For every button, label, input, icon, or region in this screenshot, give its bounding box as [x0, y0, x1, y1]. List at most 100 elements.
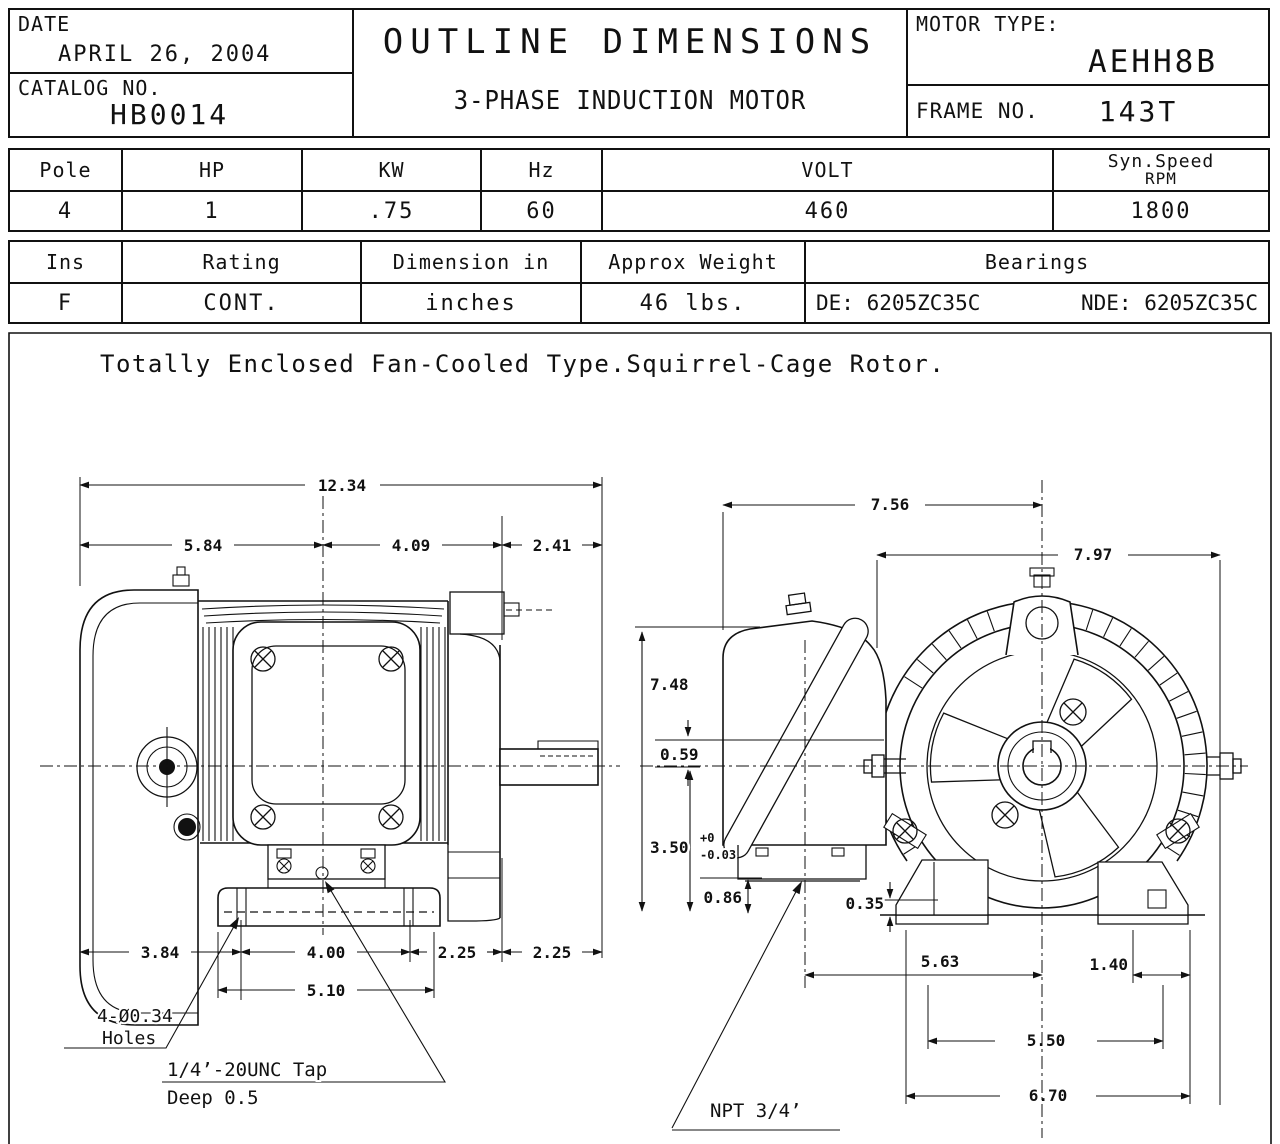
dim-5-63: 5.63 — [921, 952, 960, 971]
boss-bolt-right — [360, 848, 376, 859]
cover-top-bolt-head — [176, 566, 186, 576]
fan-cover — [79, 589, 199, 1026]
side-dimension-lines — [79, 481, 603, 994]
sheet-border — [8, 332, 1272, 1144]
sheet-title-line2: 3-PHASE INDUCTION MOTOR — [453, 86, 807, 116]
face-spider — [929, 658, 1133, 878]
spec-col-kw: KW — [303, 150, 482, 190]
outline-drawing: Totally Enclosed Fan-Cooled Type.Squirre… — [8, 332, 1272, 1144]
motor-type-label: MOTOR TYPE: — [916, 12, 1060, 36]
tap-leader — [162, 883, 446, 1083]
thru-bolt-lower-right — [1156, 812, 1200, 850]
dim-0-35: 0.35 — [845, 894, 884, 913]
spec-val-synspeed: 1800 — [1130, 198, 1192, 224]
dim-0-86: 0.86 — [703, 888, 742, 907]
npt-leader — [671, 883, 840, 1131]
description-text: Totally Enclosed Fan-Cooled Type.Squirre… — [100, 350, 945, 378]
tap-leader-arrow — [325, 881, 335, 894]
bearing-de-value: DE: 6205ZC35C — [816, 291, 981, 315]
dim-5-50: 5.50 — [1027, 1031, 1066, 1050]
right-foot — [1097, 861, 1189, 916]
dim-7-48: 7.48 — [650, 675, 689, 694]
spec-val-kw: .75 — [303, 192, 482, 230]
body-fins — [202, 627, 446, 841]
rating-header-row: Ins Rating Dimension in Approx Weight Be… — [10, 242, 1268, 284]
conduit-box-bolt — [785, 592, 812, 616]
date-cell: DATE APRIL 26, 2004 — [10, 10, 352, 74]
tap-note-line1: 1/4’-20UNC Tap — [167, 1059, 327, 1081]
rating-col-dimension: Dimension in — [362, 242, 582, 282]
frame-label: FRAME NO. — [916, 99, 1039, 123]
keyway — [1032, 740, 1052, 753]
dim-3-84: 3.84 — [141, 943, 180, 962]
tap-note-line2: Deep 0.5 — [167, 1087, 259, 1109]
bracket-foot — [447, 845, 501, 922]
foot-hole-lines — [236, 888, 414, 926]
spec-col-synspeed: Syn.Speed RPM — [1054, 150, 1268, 190]
conduit-box-bottom — [737, 845, 867, 882]
spec-col-hp: HP — [123, 150, 303, 190]
sheet-title-line1: OUTLINE DIMENSIONS — [382, 22, 878, 62]
bearing-nde-value: NDE: 6205ZC35C — [1080, 291, 1258, 315]
rating-table: Ins Rating Dimension in Approx Weight Be… — [8, 240, 1270, 324]
catalog-value: HB0014 — [110, 98, 230, 131]
bracket-shoulder — [459, 633, 501, 661]
motor-type-value: AEHH8B — [1088, 44, 1218, 80]
rating-col-rating: Rating — [123, 242, 362, 282]
end-view: NPT 3/4’ 7.56 7.97 7.48 0.59 — [635, 493, 1242, 1131]
side-extension-lines — [79, 477, 603, 1000]
conduit-box-cover — [723, 617, 869, 859]
spec-table: Pole HP KW Hz VOLT Syn.Speed RPM 4 1 .75… — [8, 148, 1270, 232]
spec-value-row: 4 1 .75 60 460 1800 — [10, 192, 1268, 230]
dim-2-25-b: 2.25 — [533, 943, 572, 962]
boss-screw-right — [360, 858, 376, 874]
dim-2-41: 2.41 — [533, 536, 572, 555]
holes-leader-arrow — [229, 917, 239, 930]
cover-top-bolt — [172, 574, 190, 587]
terminal-box-inner — [251, 645, 406, 805]
dim-overall-length: 12.34 — [318, 476, 366, 495]
holes-note-line1: 4-Ø0.34 — [97, 1006, 173, 1027]
spec-col-synspeed-line2: RPM — [1145, 169, 1177, 188]
right-foot-hole — [1147, 889, 1167, 909]
end-extension-lines — [635, 512, 1221, 1105]
title-block: DATE APRIL 26, 2004 CATALOG NO. HB0014 O… — [8, 8, 1270, 138]
rating-col-ins: Ins — [10, 242, 123, 282]
dim-7-97: 7.97 — [1074, 545, 1113, 564]
right-foot-pad — [1097, 915, 1189, 925]
dim-2-25-a: 2.25 — [438, 943, 477, 962]
boss-screw-left — [276, 858, 292, 874]
holes-note-line2: Holes — [102, 1028, 156, 1049]
side-view: 4-Ø0.34 Holes 1/4’-20UNC Tap Deep 0.5 — [64, 474, 603, 1111]
bottom-boss — [267, 844, 386, 880]
dim-3-50: 3.50 — [650, 838, 689, 857]
npt-leader-arrow — [792, 881, 802, 895]
face-screw-lower — [991, 801, 1019, 829]
motor-type-cell: MOTOR TYPE: AEHH8B — [908, 10, 1268, 86]
spec-col-synspeed-line1: Syn.Speed — [1107, 151, 1215, 172]
dim-4-00: 4.00 — [307, 943, 346, 962]
spec-header-row: Pole HP KW Hz VOLT Syn.Speed RPM — [10, 150, 1268, 192]
dim-4-09: 4.09 — [392, 536, 431, 555]
rating-value-row: F CONT. inches 46 lbs. DE: 6205ZC35C NDE… — [10, 284, 1268, 322]
foot-plate — [217, 887, 441, 927]
rating-val-ins: F — [10, 284, 123, 322]
frame-cell: FRAME NO. 143T — [908, 86, 1268, 136]
dim-6-70: 6.70 — [1029, 1086, 1068, 1105]
face-screw-upper — [1059, 698, 1087, 726]
rating-val-rating: CONT. — [123, 284, 362, 322]
rating-val-weight: 46 lbs. — [582, 284, 806, 322]
dim-5-84: 5.84 — [184, 536, 223, 555]
conduit-bottom-bolt-left — [755, 847, 769, 857]
spec-col-volt: VOLT — [603, 150, 1054, 190]
spec-val-hz: 60 — [482, 192, 603, 230]
boss-bolt-left — [276, 848, 292, 859]
dim-5-10: 5.10 — [307, 981, 346, 1000]
boss-to-foot-lines — [267, 879, 386, 888]
spec-val-hp: 1 — [123, 192, 303, 230]
frame-value: 143T — [1098, 94, 1179, 128]
spec-val-pole: 4 — [10, 192, 123, 230]
lower-bolt-outline — [173, 813, 201, 841]
catalog-cell: CATALOG NO. HB0014 — [10, 74, 352, 136]
dim-3-50-tol-minus: -0.03 — [700, 848, 736, 862]
